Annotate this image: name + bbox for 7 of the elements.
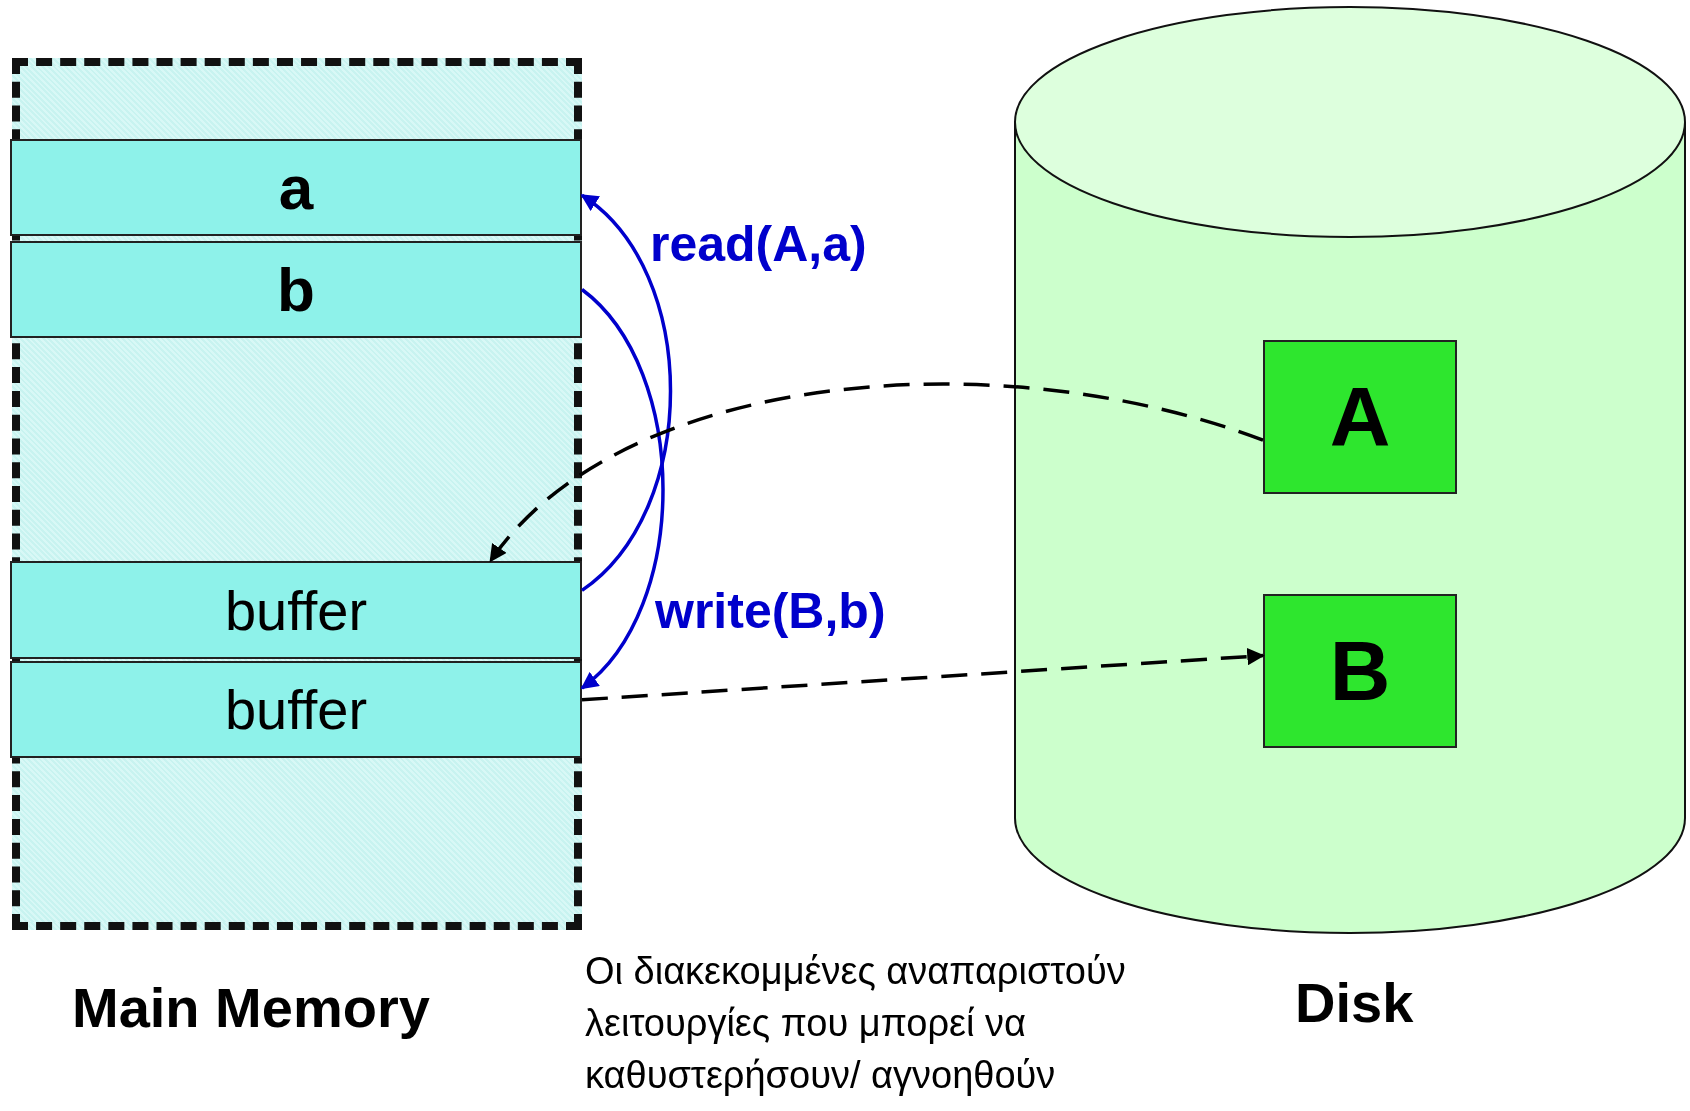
note-text: Οι διακεκομμένες αναπαριστούν λειτουργίες που μπορεί να καθυστερήσουν/ αγνοηθούν	[585, 949, 1127, 1098]
memory-block: buffer	[10, 561, 582, 659]
section-heading: Disk	[1295, 970, 1414, 1035]
memory-block: buffer	[10, 661, 582, 758]
section-heading: Main Memory	[72, 975, 430, 1040]
memory-block: a	[10, 139, 582, 236]
memory-block: b	[10, 241, 582, 338]
